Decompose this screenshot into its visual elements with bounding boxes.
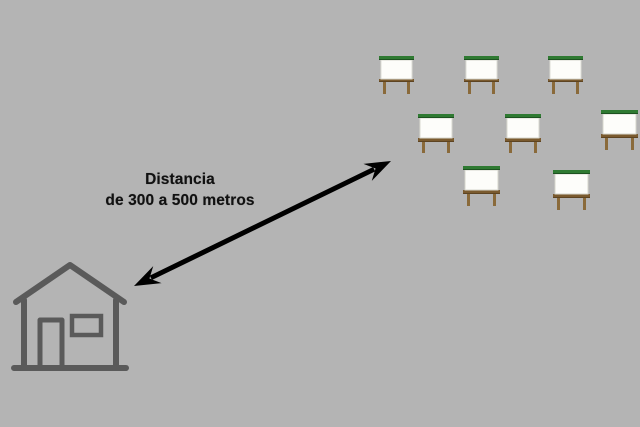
beehive-stand-shadow [379,81,414,82]
beehive-lid [601,110,638,114]
beehive-leg-right [631,137,634,150]
beehive-leg-right [583,197,586,210]
beehive-leg-left [467,193,470,206]
beehive-lid-shadow [418,117,454,118]
beehive-7 [463,166,500,206]
beehive-stand-shadow [601,137,638,138]
beehive-lid-shadow [548,59,583,60]
beehive-leg-left [552,81,555,94]
beehive-body [464,169,499,191]
beehive-leg-left [468,81,471,94]
beehive-body [419,117,453,139]
beehive-stand [464,79,499,82]
distance-annotation: Distancia de 300 a 500 metros [60,170,300,211]
beehive-lid [553,170,590,174]
beehive-icon [505,114,541,153]
beehive-body [380,59,413,80]
beehive-lid-shadow [601,113,638,114]
beehive-stand-shadow [463,193,500,194]
beehive-leg-left [557,197,560,210]
beehive-lid-shadow [463,169,500,170]
beehive-leg-right [493,193,496,206]
beehive-icon [601,110,638,150]
beehive-leg-left [383,81,386,94]
beehive-body [465,59,498,80]
beehive-leg-left [605,137,608,150]
beehive-stand-shadow [464,81,499,82]
beehive-stand [548,79,583,82]
distance-label-line-2: de 300 a 500 metros [105,191,255,209]
distance-label-line-1: Distancia [145,171,215,188]
beehive-stand [379,79,414,82]
beehive-stand-shadow [505,141,541,142]
beehive-4 [418,114,454,153]
arrow-shaft [149,166,376,281]
beehive-1 [379,56,414,94]
house-roof-icon [13,262,127,305]
house-icon [11,262,129,371]
beehive-2 [464,56,499,94]
beehive-icon [463,166,500,206]
beehive-lid [379,56,414,60]
beehive-stand [505,138,541,142]
beehive-lid [505,114,541,118]
beehive-lid-shadow [505,117,541,118]
arrow-head-upper-right [363,161,391,181]
beehive-stand [601,134,638,138]
beehive-3 [548,56,583,94]
beehive-leg-left [422,141,425,153]
beehive-leg-right [407,81,410,94]
beehive-5 [505,114,541,153]
beehive-stand-shadow [553,197,590,198]
beehive-stand [463,190,500,194]
house-window-icon [69,313,104,338]
beehive-icon [418,114,454,153]
beehive-icon [464,56,499,94]
beehive-leg-right [447,141,450,153]
double-headed-distance-arrow [134,161,391,286]
beehive-lid-shadow [464,59,499,60]
house-door-icon [37,317,65,371]
beehive-body [549,59,582,80]
beehive-icon [553,170,590,210]
arrow-head-lower-left [134,266,162,286]
beehive-8 [553,170,590,210]
beehive-stand [418,138,454,142]
beehive-6 [601,110,638,150]
beehive-icon [379,56,414,94]
beehive-lid-shadow [553,173,590,174]
beehive-lid [418,114,454,118]
beehive-body [506,117,540,139]
beehive-lid-shadow [379,59,414,60]
beehive-stand [553,194,590,198]
beehive-body [602,113,637,135]
beehive-lid [463,166,500,170]
beehive-leg-right [534,141,537,153]
beehive-lid [548,56,583,60]
beehive-stand-shadow [548,81,583,82]
beehive-leg-right [492,81,495,94]
beehive-stand-shadow [418,141,454,142]
beehive-icon [548,56,583,94]
beehive-leg-right [576,81,579,94]
beehive-lid [464,56,499,60]
beehive-leg-left [509,141,512,153]
beehive-body [554,173,589,195]
